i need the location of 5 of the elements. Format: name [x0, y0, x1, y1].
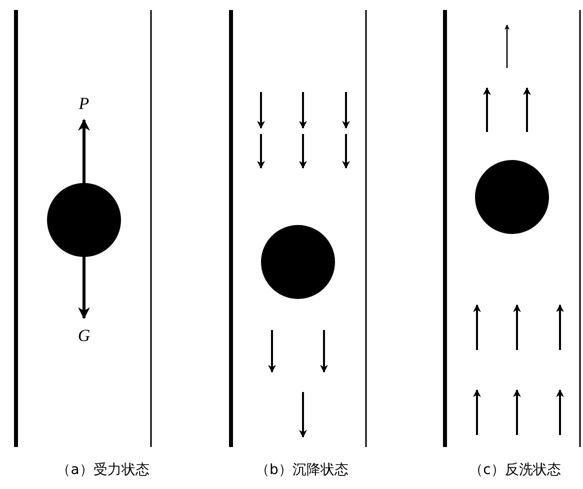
force-label: P — [78, 94, 90, 114]
caption: （c）反洗状态 — [469, 461, 561, 479]
force-label: G — [78, 326, 90, 346]
caption: （b）沉降状态 — [256, 461, 348, 479]
caption: （a）受力状态 — [56, 461, 150, 479]
